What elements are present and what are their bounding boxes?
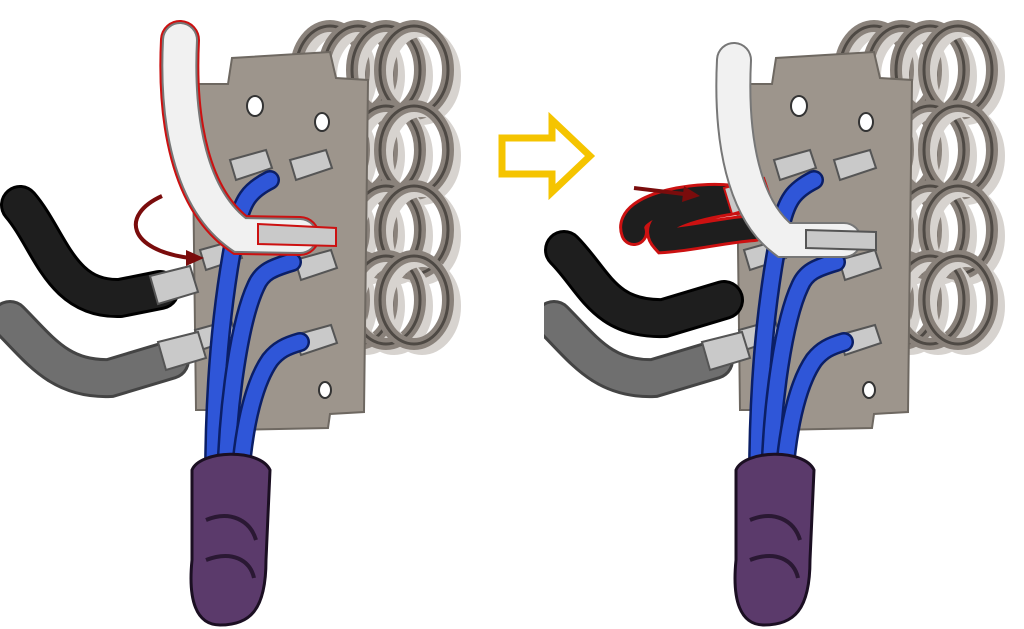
mounting-hole	[790, 95, 808, 117]
white-wire	[717, 44, 860, 256]
rotate-arrow-shaft	[133, 194, 191, 260]
wire-boot	[733, 452, 816, 627]
rotate-arrow-head	[186, 250, 204, 266]
black-jumper-wire	[622, 185, 765, 252]
white-wire-connector	[257, 222, 337, 248]
blue-wire	[206, 172, 278, 488]
spade-terminal	[772, 148, 818, 182]
step-after-illustration	[544, 0, 1024, 629]
mounting-hole	[246, 95, 264, 117]
spade-terminal	[228, 148, 274, 182]
white-wire	[163, 24, 316, 252]
next-step-arrow-icon	[490, 110, 600, 201]
blue-wire	[218, 254, 300, 488]
blue-wire	[776, 334, 852, 488]
coil-ring-edge	[378, 254, 450, 346]
mounting-hole	[318, 381, 332, 399]
mounting-hole	[858, 112, 874, 132]
black-wire	[3, 188, 177, 315]
heater-element-diagram	[544, 20, 1005, 627]
spade-terminal	[293, 248, 339, 282]
boot-grip-lines	[205, 514, 258, 579]
spade-terminal	[288, 148, 334, 182]
gray-wire	[0, 303, 187, 396]
coil-ring-edge	[922, 254, 994, 346]
blue-wire	[232, 334, 308, 488]
gray-wire	[544, 303, 731, 396]
step-before-illustration	[0, 0, 480, 629]
white-wire-connector	[805, 228, 877, 252]
black-wire	[547, 233, 741, 336]
heater-element-diagram	[0, 20, 461, 627]
blue-wire	[750, 172, 822, 488]
push-arrow-head	[682, 186, 700, 202]
boot-grip-lines	[749, 514, 802, 579]
gray-wire-connector	[700, 330, 752, 372]
spade-terminal	[837, 248, 883, 282]
mounting-hole	[862, 381, 876, 399]
spade-terminal	[832, 148, 878, 182]
push-arrow-shaft	[633, 186, 685, 196]
blue-wire	[762, 254, 844, 488]
wire-boot	[189, 452, 272, 627]
black-wire-connector	[148, 264, 200, 306]
gray-wire-connector	[156, 330, 208, 372]
mounting-hole	[314, 112, 330, 132]
